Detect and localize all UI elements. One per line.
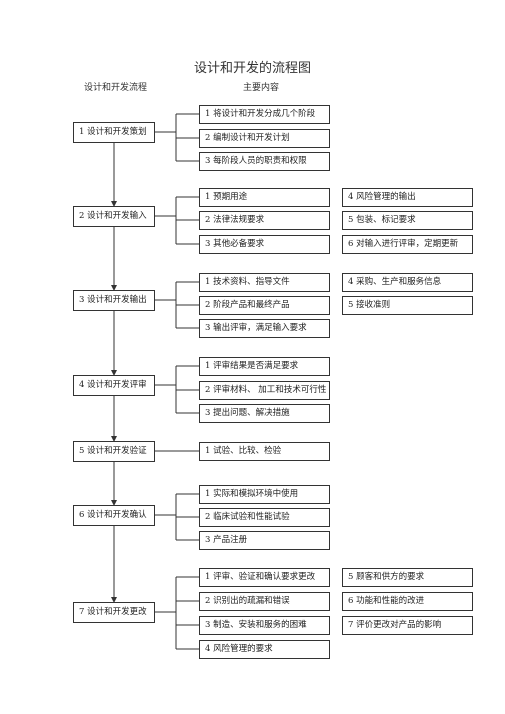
- input-item-3: 3 其他必备要求: [199, 235, 330, 254]
- input-item-4: 4 风险管理的输出: [342, 188, 473, 207]
- change-item-1: 1 评审、验证和确认要求更改: [199, 568, 330, 587]
- stage-box-review: 4 设计和开发评审: [73, 375, 155, 396]
- change-item-4: 4 风险管理的要求: [199, 640, 330, 659]
- stage-box-planning: 1 设计和开发策划: [73, 122, 155, 143]
- verification-item-1: 1 试验、比较、检验: [199, 442, 330, 461]
- planning-item-2: 2 编制设计和开发计划: [199, 129, 330, 148]
- content-column-header: 主要内容: [243, 83, 280, 93]
- output-item-1: 1 技术资料、指导文件: [199, 273, 330, 292]
- validation-item-3: 3 产品注册: [199, 531, 330, 550]
- stage-box-verification: 5 设计和开发验证: [73, 441, 155, 462]
- input-item-5: 5 包装、标记要求: [342, 211, 473, 230]
- planning-item-1: 1 将设计和开发分成几个阶段: [199, 105, 330, 124]
- output-item-2: 2 阶段产品和最终产品: [199, 296, 330, 315]
- input-item-2: 2 法律法规要求: [199, 211, 330, 230]
- diagram-title: 设计和开发的流程图: [193, 61, 311, 76]
- output-item-4: 4 采购、生产和服务信息: [342, 273, 473, 292]
- process-column-header: 设计和开发流程: [84, 83, 148, 93]
- input-item-6: 6 对输入进行评审，定期更新: [342, 235, 473, 254]
- review-item-3: 3 提出问题、解决措施: [199, 404, 330, 423]
- review-item-2: 2 评审材料、 加工和技术可行性: [199, 381, 330, 400]
- stage-box-output: 3 设计和开发输出: [73, 290, 155, 311]
- review-item-1: 1 评审结果是否满足要求: [199, 357, 330, 376]
- planning-item-3: 3 每阶段人员的职责和权限: [199, 152, 330, 171]
- input-item-1: 1 预期用途: [199, 188, 330, 207]
- output-item-3: 3 输出评审，满足输入要求: [199, 319, 330, 338]
- stage-box-input: 2 设计和开发输入: [73, 206, 155, 227]
- change-item-7: 7 评价更改对产品的影响: [342, 616, 473, 635]
- change-item-5: 5 顾客和供方的要求: [342, 568, 473, 587]
- validation-item-2: 2 临床试验和性能试验: [199, 508, 330, 527]
- validation-item-1: 1 实际和模拟环境中使用: [199, 485, 330, 504]
- change-item-2: 2 识别出的疏漏和错误: [199, 592, 330, 611]
- change-item-6: 6 功能和性能的改进: [342, 592, 473, 611]
- output-item-5: 5 接收准则: [342, 296, 473, 315]
- stage-box-validation: 6 设计和开发确认: [73, 505, 155, 526]
- change-item-3: 3 制造、安装和服务的困难: [199, 616, 330, 635]
- stage-box-change: 7 设计和开发更改: [73, 602, 155, 623]
